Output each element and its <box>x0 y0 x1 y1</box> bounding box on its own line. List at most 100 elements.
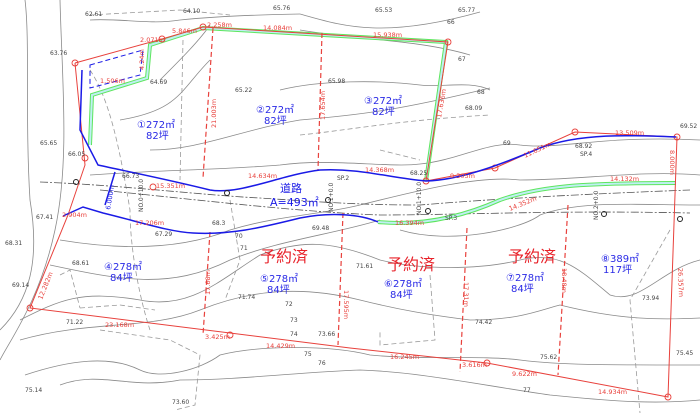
retaining-wall <box>88 25 677 226</box>
elevation-label: 63.76 <box>50 50 67 57</box>
elevation-label: 74.42 <box>475 319 492 326</box>
road-centerline <box>39 181 691 206</box>
dimension-label: 9.622m <box>512 370 537 378</box>
road-offset-line <box>99 189 691 216</box>
dimension-label: 16.394m <box>395 219 424 227</box>
elevation-label: 65.22 <box>235 87 252 94</box>
dimension-label: 23.168m <box>105 321 134 329</box>
dimension-label: 14.934m <box>598 388 627 396</box>
survey-point-label: SP.2 <box>337 175 349 182</box>
elevation-label: 65.65 <box>40 140 57 147</box>
survey-point-label: SP.4 <box>580 151 592 158</box>
lot-3-tsubo: 82坪 <box>372 105 395 118</box>
dimension-label: 15.938m <box>373 31 402 39</box>
elevation-label: 67.41 <box>36 214 53 221</box>
contour-lines <box>0 0 700 403</box>
elevation-label: 66.73 <box>122 173 139 180</box>
dimension-label: 5.846m <box>172 27 197 35</box>
elevation-label: 65.98 <box>328 78 345 85</box>
dimension-label: 17.31m <box>462 282 470 307</box>
lot-8-tsubo: 117坪 <box>603 263 632 276</box>
survey-marker <box>73 179 79 185</box>
dimension-label: 4.24m <box>138 49 146 70</box>
survey-marker <box>425 208 431 214</box>
elevation-label: 73.94 <box>642 295 659 302</box>
survey-marker <box>325 197 331 203</box>
dimension-label: 1.506m <box>100 77 125 85</box>
elevation-label: 68 <box>477 89 485 96</box>
dimension-label: 21.003m <box>210 99 218 128</box>
dimension-label: 26.357m <box>676 268 685 297</box>
elevation-label: 66.05 <box>68 151 85 158</box>
elevation-label: 65.77 <box>458 7 475 14</box>
dimension-label: 17.595m <box>342 290 350 319</box>
dimension-label: 9.305m <box>450 172 475 180</box>
elevation-label: 73 <box>290 317 298 324</box>
elevation-label: 68.61 <box>72 260 89 267</box>
survey-marker <box>601 211 607 217</box>
dimension-label: 2.904m <box>62 211 87 219</box>
lot-6-area: ⑥278㎡ <box>384 278 422 290</box>
elevation-label: 71.74 <box>238 294 255 301</box>
dimension-label: 14.132m <box>610 175 639 183</box>
reserved-label-lot-6: 予約済 <box>387 255 435 274</box>
road-label: 道路 <box>280 181 302 195</box>
dimension-label: 6.000m <box>104 184 116 210</box>
elevation-label: 70 <box>235 233 243 240</box>
elevation-label: 65.76 <box>273 5 290 12</box>
elevation-label: 76 <box>318 360 326 367</box>
elevation-label: 73.66 <box>318 331 335 338</box>
survey-point-label: NO.0+10.0 <box>138 179 145 212</box>
lot-1-tsubo: 82坪 <box>146 129 169 142</box>
lot-7-area: ⑦278㎡ <box>506 272 544 284</box>
survey-point-label: NO.1+0.0 <box>328 183 335 212</box>
reserved-label-lot-7: 予約済 <box>508 247 556 266</box>
elevation-label: 75.45 <box>676 350 693 357</box>
elevation-label: 68.92 <box>575 143 592 150</box>
elevation-labels: 62.61 64.10 65.76 65.53 65.77 63.76 64.6… <box>5 5 697 406</box>
lot-4-tsubo: 84坪 <box>110 271 133 284</box>
survey-marker <box>677 216 683 222</box>
dimension-label: 16.245m <box>390 353 419 361</box>
elevation-label: 62.61 <box>85 11 102 18</box>
dimension-label: 2.258m <box>207 21 232 29</box>
lot-2-area: ②272㎡ <box>256 104 294 116</box>
lot-4-area: ④278㎡ <box>104 261 142 273</box>
elevation-label: 68.3 <box>212 220 226 227</box>
lot-8-area: ⑧389㎡ <box>601 253 639 265</box>
dimension-label: 17.68m <box>204 270 212 295</box>
elevation-label: 75.62 <box>540 354 557 361</box>
elevation-label: 69.52 <box>680 123 697 130</box>
lot-2-tsubo: 82坪 <box>264 114 287 127</box>
elevation-label: 68.25 <box>410 170 427 177</box>
elevation-label: 64.10 <box>183 8 200 15</box>
road-boundaries <box>62 49 677 235</box>
elevation-label: 67.29 <box>155 231 172 238</box>
elevation-label: 68.31 <box>5 240 22 247</box>
survey-point-label: NO.2+0.0 <box>593 191 600 220</box>
elevation-label: 69 <box>503 140 511 147</box>
elevation-label: 71.61 <box>356 263 373 270</box>
elevation-label: 74 <box>290 331 298 338</box>
lot-1-area: ①272㎡ <box>137 119 175 131</box>
dimension-label: 2.071m <box>140 36 165 44</box>
elevation-label: 71.22 <box>66 319 83 326</box>
road-area: A=493㎡ <box>270 196 319 209</box>
lot-boundaries <box>26 23 681 401</box>
lot-5-area: ⑤278㎡ <box>260 273 298 285</box>
dimension-labels: 2.071m 5.846m 2.258m 14.084m 15.938m 17.… <box>36 21 685 396</box>
survey-marker <box>224 190 230 196</box>
dimension-label: 3.616m <box>462 361 487 369</box>
dimension-label: 18.48m <box>560 268 568 293</box>
lot-3-area: ③272㎡ <box>364 95 402 107</box>
dimension-label: 14.634m <box>248 172 277 180</box>
lot-5-tsubo: 84坪 <box>267 283 290 296</box>
dimension-label: 13.509m <box>615 129 644 137</box>
elevation-label: 68.09 <box>465 105 482 112</box>
elevation-label: 69.14 <box>12 282 29 289</box>
elevation-label: 73.60 <box>172 399 189 406</box>
dimension-label: 11.651m <box>522 140 552 160</box>
elevation-label: 75.14 <box>25 387 42 394</box>
lot-labels: ①272㎡ 82坪 ②272㎡ 82坪 ③272㎡ 82坪 ④278㎡ 84坪 … <box>104 95 639 301</box>
